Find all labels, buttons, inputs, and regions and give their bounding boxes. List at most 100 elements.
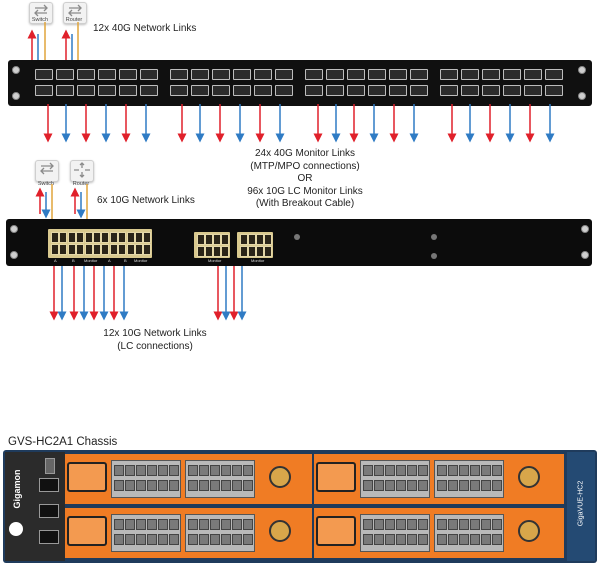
module-port: [188, 519, 198, 530]
lc-port: [197, 234, 205, 245]
qsfp-port: [119, 85, 137, 96]
lc-port: [213, 234, 221, 245]
ear-hole: [12, 66, 20, 74]
lc-port: [93, 232, 101, 243]
module-port: [374, 519, 384, 530]
qsfp-port: [305, 85, 323, 96]
module-port: [470, 465, 480, 476]
module-port: [199, 534, 209, 545]
qsfp-port: [140, 69, 158, 80]
ear-hole: [578, 92, 586, 100]
module-port: [199, 519, 209, 530]
module-port: [158, 519, 168, 530]
module-port: [169, 465, 179, 476]
monitor-line-4: 96x 10G LC Monitor Links: [247, 185, 363, 197]
qsfp-port: [347, 85, 365, 96]
module-port: [385, 480, 395, 491]
qsfp-port: [524, 85, 542, 96]
qsfp-port: [326, 69, 344, 80]
module-port: [363, 465, 373, 476]
qsfp-port: [305, 69, 323, 80]
qsfp-port: [482, 69, 500, 80]
lc-port: [76, 244, 85, 255]
module-port: [459, 480, 469, 491]
qsfp-port: [326, 85, 344, 96]
module-port: [407, 480, 417, 491]
monitor-line-3: OR: [297, 173, 313, 184]
module-port: [363, 519, 373, 530]
lc-line-1: 12x 10G Network Links: [103, 328, 207, 339]
qsfp-port: [77, 85, 95, 96]
qsfp-port: [170, 85, 188, 96]
module-port: [147, 480, 157, 491]
module-port: [448, 534, 458, 545]
chassis-title: GVS-HC2A1 Chassis: [8, 436, 118, 448]
lc-port: [93, 244, 101, 255]
mid-network-links-label: 6x 10G Network Links: [97, 195, 195, 206]
module-port: [169, 480, 179, 491]
ear-hole: [10, 251, 18, 259]
lc-port: [256, 234, 264, 245]
module-port: [374, 465, 384, 476]
port-label-row: A B Monitor A B Monitor: [48, 258, 152, 265]
qsfp-port: [56, 85, 74, 96]
module-port: [481, 480, 491, 491]
qsfp-port: [461, 85, 479, 96]
monitor-port-labels: Monitor Monitor: [194, 258, 274, 265]
router-icon: [70, 160, 94, 182]
lc-port: [135, 232, 143, 243]
module-port: [243, 465, 253, 476]
module-port: [448, 480, 458, 491]
module-port: [221, 534, 231, 545]
port-label-monitor: Monitor: [208, 258, 222, 263]
module-port: [199, 465, 209, 476]
module-port: [136, 465, 146, 476]
module-port: [125, 465, 135, 476]
lc-port: [205, 234, 213, 245]
module-port: [481, 534, 491, 545]
lc-port: [135, 244, 143, 255]
lc-port: [101, 232, 110, 243]
module-port: [232, 534, 242, 545]
module-port: [125, 534, 135, 545]
module-port: [481, 465, 491, 476]
module-port: [437, 534, 447, 545]
lc-port: [143, 244, 152, 255]
qsfp-port: [56, 69, 74, 80]
lc-port: [84, 232, 93, 243]
gigamon-logo-circle: [9, 522, 23, 536]
module-port: [188, 534, 198, 545]
module-port: [147, 519, 157, 530]
ethernet-port: [39, 530, 59, 544]
module-port: [396, 519, 406, 530]
qsfp-port: [461, 69, 479, 80]
ear-hole: [581, 251, 589, 259]
qsfp-port: [77, 69, 95, 80]
qsfp-port: [545, 69, 563, 80]
lc-port: [101, 244, 110, 255]
module-port: [232, 519, 242, 530]
module-port: [374, 534, 384, 545]
monitor-line-1: 24x 40G Monitor Links: [254, 148, 356, 159]
lc-port: [264, 246, 272, 257]
module-port: [492, 480, 502, 491]
lc-port: [67, 244, 76, 255]
qsfp-port: [275, 69, 293, 80]
qsfp-port: [140, 85, 158, 96]
qsfp-port: [503, 85, 521, 96]
module-port: [363, 480, 373, 491]
module-port: [210, 480, 220, 491]
router-label: Router: [72, 181, 90, 187]
lc-port: [118, 244, 127, 255]
module-port: [243, 519, 253, 530]
chassis-control-panel: Gigamon: [5, 452, 65, 561]
module-port: [418, 534, 428, 545]
lc-port: [248, 246, 256, 257]
module-port: [396, 480, 406, 491]
port-label-monitor: Monitor: [251, 258, 265, 263]
qsfp-port: [503, 69, 521, 80]
module-handle: [316, 462, 356, 492]
lc-port: [240, 234, 248, 245]
module-port: [437, 465, 447, 476]
port-label-b: B: [124, 258, 127, 263]
